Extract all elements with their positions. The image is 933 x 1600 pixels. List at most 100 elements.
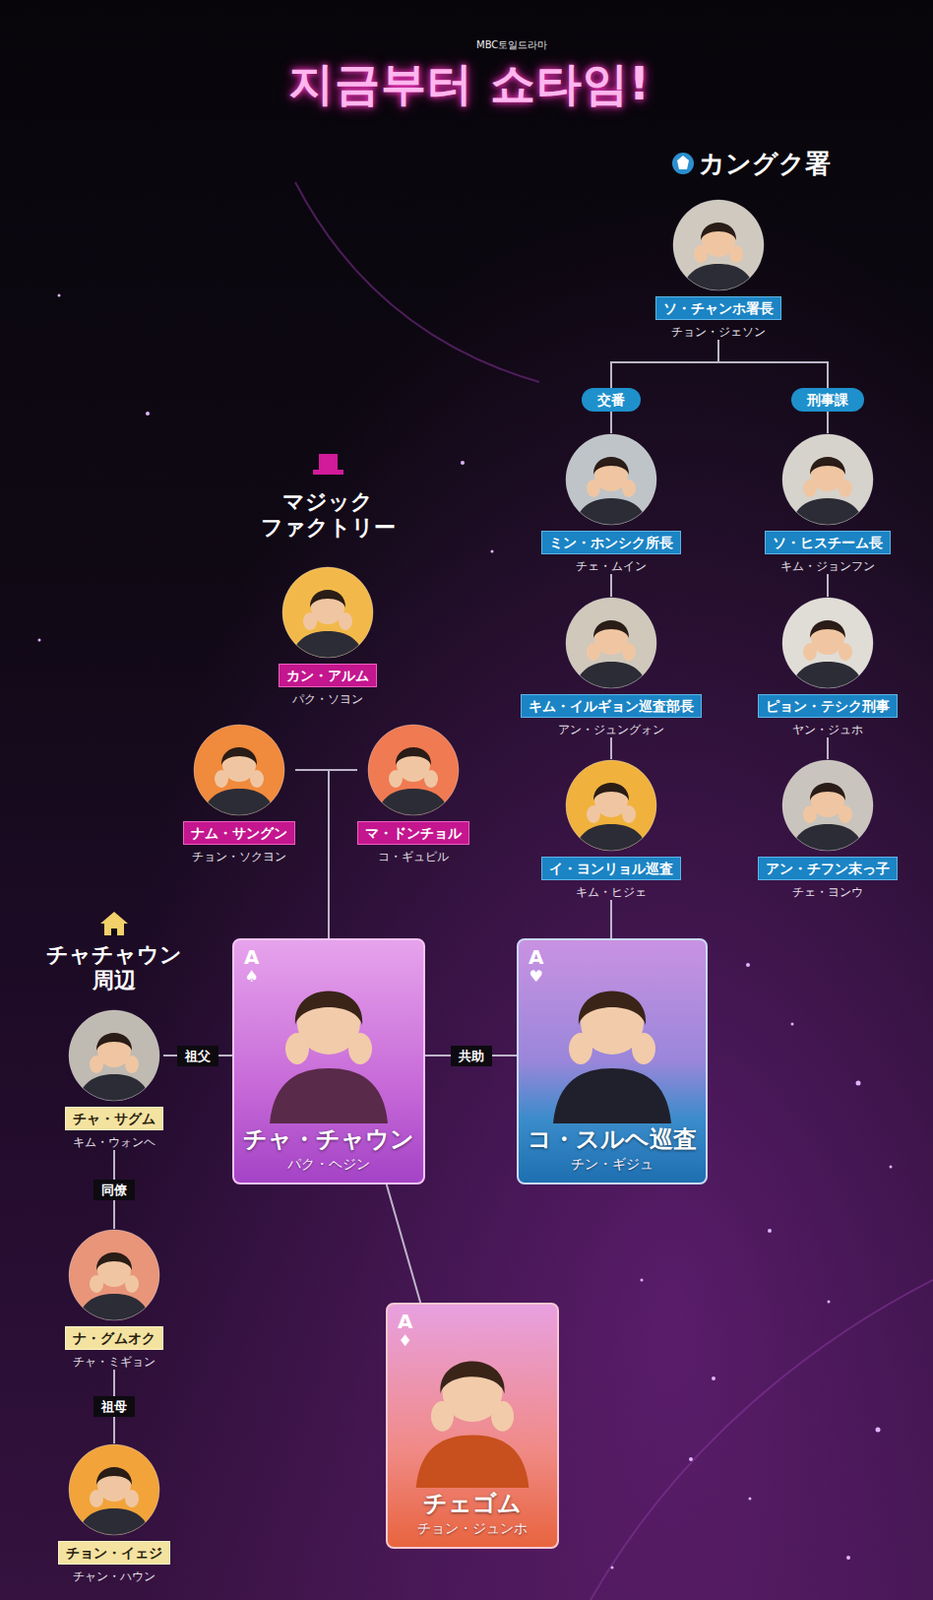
character-node: アン・チフン末っ子チェ・ヨンウ	[757, 758, 898, 900]
card-caption: チェゴムチョン・ジュンホ	[387, 1489, 558, 1537]
connector-line	[386, 1183, 421, 1303]
character-name-tag: ナ・グムオク	[64, 1325, 164, 1350]
card-portrait	[387, 1304, 558, 1488]
pill-text: 刑事課	[807, 391, 849, 408]
portrait-hand	[388, 769, 403, 788]
portrait-photo	[672, 198, 765, 292]
actor-name: チェ・ヨンウ	[792, 884, 864, 900]
card-caption: コ・スルヘ巡査チン・ギジュ	[518, 1124, 706, 1173]
sparkle	[711, 1375, 716, 1380]
portrait-hand	[124, 1489, 139, 1507]
portrait-body	[77, 1073, 151, 1102]
portrait-rim	[368, 724, 459, 815]
sparkle	[611, 1565, 615, 1569]
connector-line	[610, 899, 613, 938]
character-name-tag: ナム・サングン	[183, 820, 296, 845]
card-hand	[568, 1032, 593, 1064]
actor-name: ヤン・ジュホ	[792, 722, 864, 738]
card-suit: ♥	[529, 967, 544, 986]
portrait-hair	[96, 1032, 132, 1051]
portrait-hand	[303, 612, 317, 630]
portrait-hand	[803, 805, 817, 823]
portrait-rim	[782, 759, 873, 851]
card-portrait	[518, 939, 706, 1123]
connector-line	[826, 411, 829, 434]
portrait-hair	[809, 620, 846, 638]
card-body	[553, 1067, 672, 1123]
portrait-rim	[68, 1443, 160, 1535]
card-suit: ♦	[398, 1331, 413, 1350]
sparkle	[746, 962, 750, 967]
character-name-tag: キム・イルギョン巡査部長	[520, 693, 702, 718]
portrait-rim	[565, 434, 657, 525]
character-node: イ・ヨンリョル巡査キム・ヒジェ	[541, 758, 682, 900]
character-name: チェゴム	[423, 1489, 522, 1518]
card-body	[269, 1067, 388, 1123]
portrait-photo	[192, 723, 286, 816]
character-name: コ・スルヘ巡査	[527, 1124, 697, 1154]
portrait-hair	[96, 1251, 132, 1270]
sparkle	[748, 1496, 752, 1500]
portrait-hand	[214, 769, 229, 788]
show-title: 지금부터 쇼타임!	[288, 57, 651, 111]
portrait-ground	[281, 565, 374, 659]
portrait-photo	[781, 758, 874, 852]
connector-line	[610, 411, 613, 434]
playing-card: A♦ チェゴムチョン・ジュンホ	[385, 1302, 560, 1549]
portrait-photo	[67, 1228, 161, 1321]
sparkle	[58, 294, 62, 298]
portrait-hand	[338, 612, 353, 630]
hat-brim	[312, 469, 344, 475]
portrait-photo	[281, 565, 374, 659]
portrait-body	[574, 661, 648, 689]
house-icon	[100, 911, 128, 935]
portrait-photo	[781, 433, 874, 526]
connector-line	[826, 737, 829, 759]
card-hand	[431, 1400, 454, 1431]
card-hand	[631, 1032, 656, 1064]
character-name: チャ・チャウン	[243, 1124, 415, 1154]
card-suit: ♠	[245, 967, 259, 986]
card-rank: A	[397, 1309, 413, 1332]
portrait-figure	[781, 433, 874, 526]
actor-name: チェ・ムイン	[575, 559, 647, 574]
sparkle	[889, 1165, 893, 1169]
portrait-hair	[593, 456, 629, 475]
connector-line	[328, 769, 358, 938]
connector-line	[718, 339, 828, 388]
card-hand	[285, 1032, 310, 1064]
card-corner: A♥	[528, 945, 544, 986]
house-door	[111, 928, 118, 935]
portrait-body	[77, 1293, 151, 1321]
portrait-body	[376, 788, 450, 816]
character-node: キム・イルギョン巡査部長アン・ジュングォン	[520, 596, 702, 738]
character-node: ナ・グムオクチャ・ミギョン	[64, 1228, 164, 1369]
portrait-ground	[564, 758, 658, 852]
connector-line	[611, 339, 719, 388]
character-name-tag: マ・ドンチョル	[357, 820, 470, 845]
portrait-figure	[564, 758, 658, 852]
card-rank: A	[528, 945, 544, 968]
portrait-hand	[89, 1274, 104, 1293]
portrait-ground	[67, 1442, 161, 1536]
portrait-ground	[67, 1228, 161, 1321]
character-node: ナム・サングンチョン・ソクヨン	[183, 723, 296, 865]
character-node: チョン・イェジチャン・ハウン	[58, 1442, 171, 1584]
actor-name: チョン・ジェソン	[671, 324, 766, 340]
character-node: マ・ドンチョルコ・ギュピル	[357, 723, 470, 865]
portrait-hand	[838, 479, 853, 498]
group-heading: カングク署	[698, 147, 831, 180]
character-name-tag: ソ・ヒスチーム長	[764, 530, 891, 555]
portrait-hand	[803, 642, 817, 661]
portrait-hand	[424, 769, 438, 788]
portrait-ground	[367, 723, 460, 816]
portrait-hand	[586, 805, 601, 823]
portrait-figure	[67, 1008, 161, 1102]
portrait-rim	[565, 597, 657, 688]
portrait-hand	[838, 805, 853, 823]
portrait-ground	[672, 198, 765, 292]
sparkle	[875, 1427, 881, 1432]
portrait-figure	[781, 758, 874, 852]
actor-name: アン・ジュングォン	[558, 722, 665, 738]
